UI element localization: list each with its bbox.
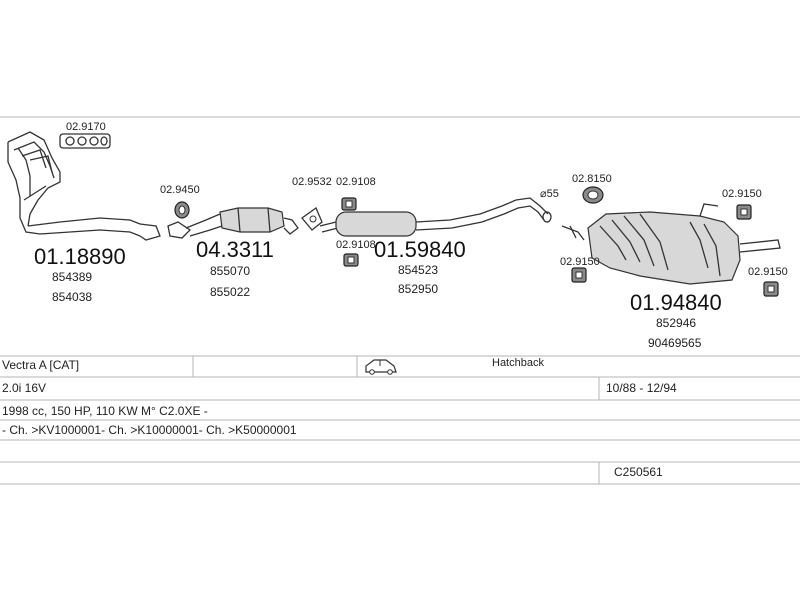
exhaust-manifold-part xyxy=(7,131,161,241)
rear-hanger-right-bottom-number: 02.9150 xyxy=(748,266,788,278)
manifold-gasket-number: 02.9170 xyxy=(66,121,106,133)
hanger-bottom-number: 02.9108 xyxy=(336,239,376,251)
catalyst-ref-1: 855070 xyxy=(210,264,250,278)
flange-gasket-part xyxy=(301,207,323,231)
spec-table-grid xyxy=(0,355,800,485)
catalyst-ref-2: 855022 xyxy=(210,285,250,299)
front-gasket-number: 02.9450 xyxy=(160,184,200,196)
hanger-top-part xyxy=(341,197,357,211)
rear-clamp-number: 02.8150 xyxy=(572,173,612,185)
engine-label: 2.0i 16V xyxy=(2,381,47,395)
engine-details: 1998 cc, 150 HP, 110 KW M° C2.0XE - xyxy=(2,404,208,418)
rear-hanger-left-number: 02.9150 xyxy=(560,256,600,268)
middle-silencer-pipe-part xyxy=(319,197,552,237)
manifold-ref-2: 854038 xyxy=(52,290,92,304)
middle-pipe-part-number: 01.59840 xyxy=(374,237,466,262)
rear-silencer-part xyxy=(561,203,781,285)
rear-hanger-left-part xyxy=(571,267,587,283)
rear-ref-1: 852946 xyxy=(656,316,696,330)
manifold-gasket-part xyxy=(59,133,111,149)
front-gasket-part xyxy=(167,201,192,239)
middle-ref-2: 852950 xyxy=(398,282,438,296)
middle-ref-1: 854523 xyxy=(398,263,438,277)
chassis-numbers: - Ch. >KV1000001- Ch. >K10000001- Ch. >K… xyxy=(2,423,297,437)
vehicle-model: Vectra A [CAT] xyxy=(2,358,80,372)
rear-hanger-right-top-number: 02.9150 xyxy=(722,188,762,200)
hanger-bottom-part xyxy=(343,253,359,267)
rear-clamp-part xyxy=(582,186,604,204)
catalytic-converter-part xyxy=(185,207,299,237)
manifold-ref-1: 854389 xyxy=(52,270,92,284)
catalyst-part-number: 04.3311 xyxy=(196,237,274,262)
rear-silencer-part-number: 01.94840 xyxy=(630,290,722,315)
rear-hanger-right-bottom-part xyxy=(763,281,779,297)
manifold-part-number: 01.18890 xyxy=(34,244,126,269)
body-type: Hatchback xyxy=(492,357,544,369)
pipe-diameter-label: ⌀55 xyxy=(540,188,559,200)
catalog-code: C250561 xyxy=(614,465,663,479)
hanger-top-number: 02.9108 xyxy=(336,176,376,188)
rear-hanger-right-top-part xyxy=(736,204,752,220)
hatchback-car-icon xyxy=(365,359,397,375)
flange-gasket-number: 02.9532 xyxy=(292,176,332,188)
production-dates: 10/88 - 12/94 xyxy=(606,381,677,395)
rear-ref-2: 90469565 xyxy=(648,336,702,350)
